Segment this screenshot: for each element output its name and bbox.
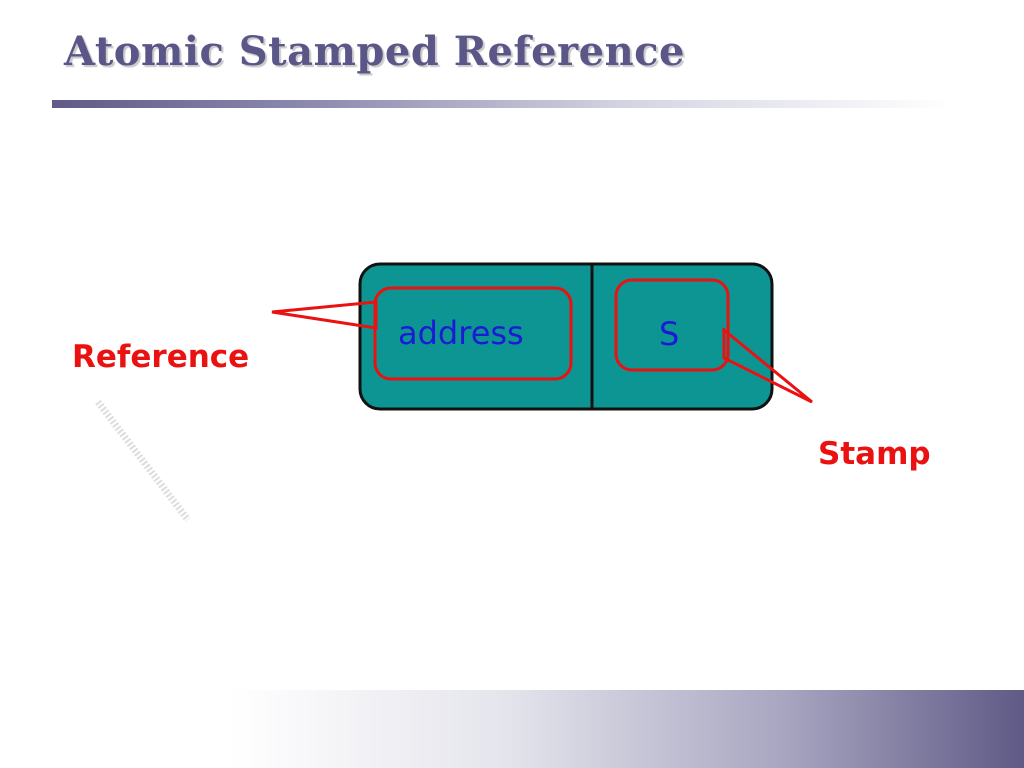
slide-title: Atomic Stamped Reference bbox=[64, 28, 685, 75]
reference-callout-pointer bbox=[271, 300, 378, 330]
title-underline-bar bbox=[52, 100, 952, 108]
stamp-label: Stamp bbox=[818, 436, 931, 472]
footer-gradient-bar bbox=[230, 690, 1024, 768]
stamp-cell-box bbox=[614, 278, 730, 372]
decorative-dashed-line bbox=[95, 399, 191, 523]
reference-label: Reference bbox=[72, 339, 250, 375]
reference-cell-text: address bbox=[398, 314, 524, 352]
stamp-callout-pointer bbox=[722, 326, 813, 404]
stamp-cell-text: S bbox=[659, 315, 680, 353]
reference-cell-box bbox=[373, 286, 573, 381]
